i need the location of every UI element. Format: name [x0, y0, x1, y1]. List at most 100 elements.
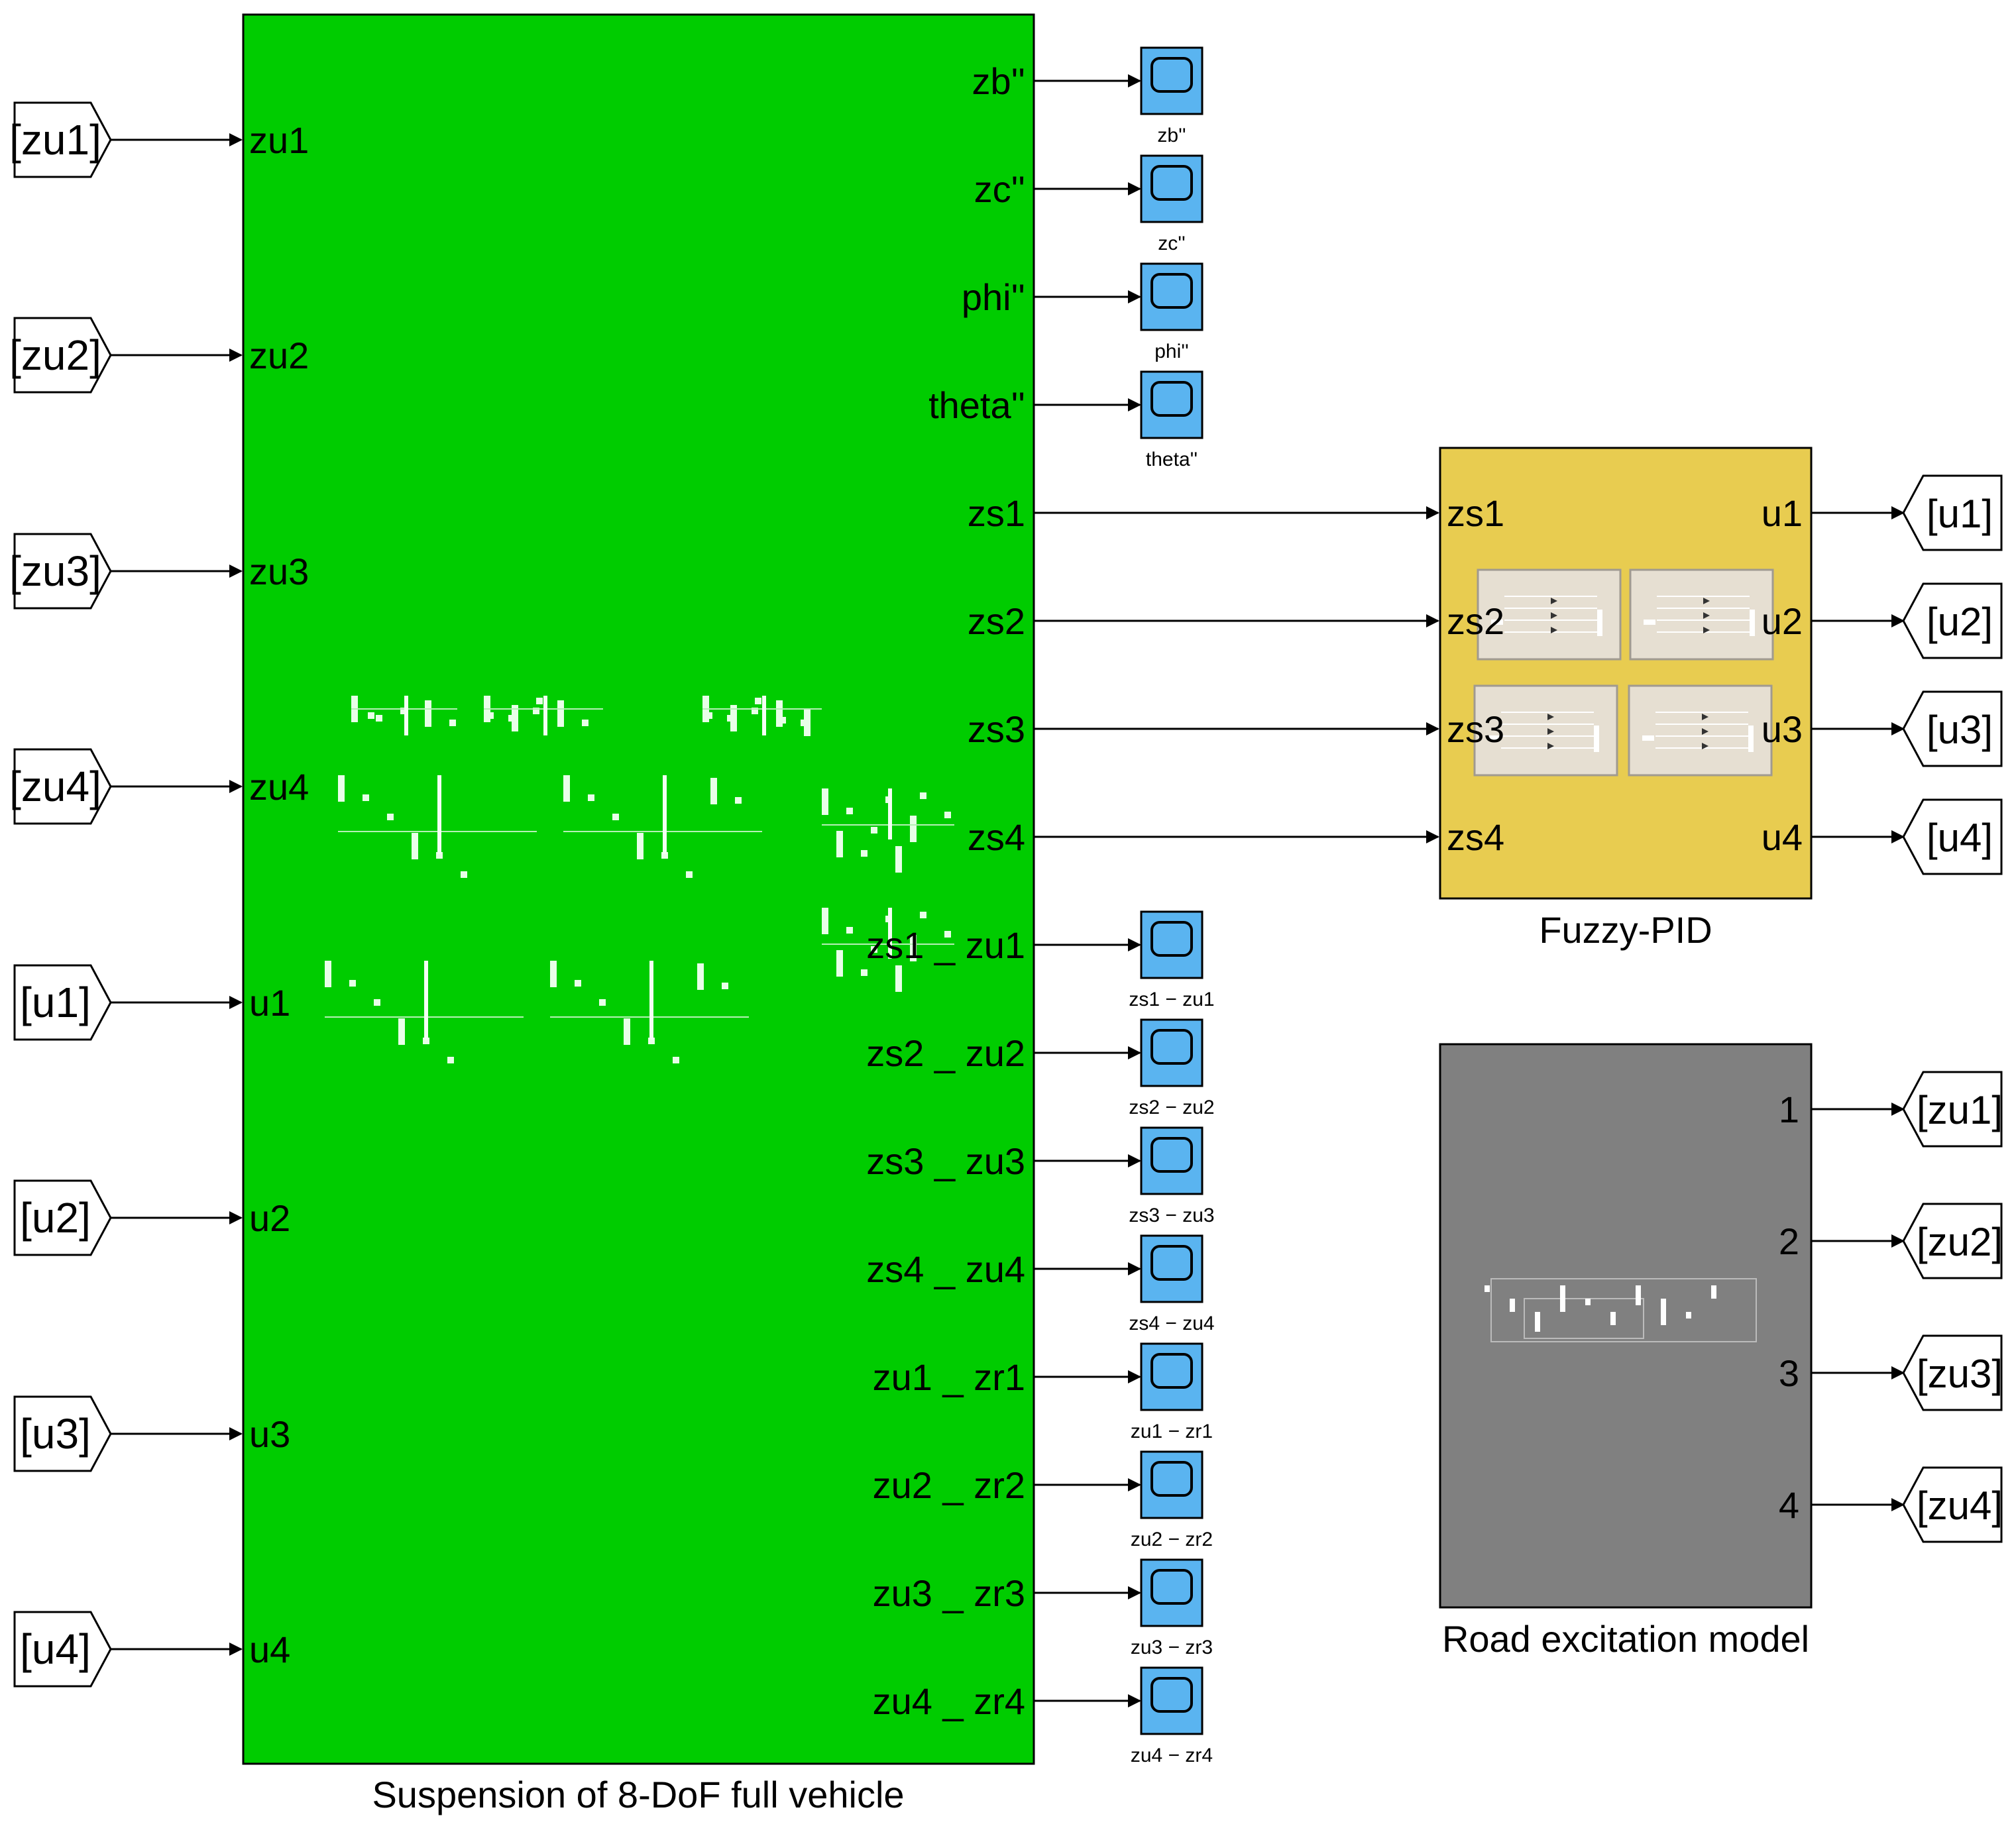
- from-tag-u4[interactable]: [u4]: [13, 1611, 112, 1688]
- inner-cluster-2: [484, 696, 603, 735]
- fuzzy-pid-title: Fuzzy-PID: [1539, 909, 1712, 951]
- road-outport-2: 2: [1779, 1220, 1799, 1262]
- from-tag-zu1[interactable]: [zu1]: [9, 101, 112, 178]
- scope-10[interactable]: zu3 − zr3: [1131, 1558, 1213, 1658]
- road-inner-sketch: [1484, 1278, 1757, 1342]
- road-inner-diagram: [1484, 1278, 1757, 1342]
- goto-tag-u4-shape: [1902, 798, 2003, 875]
- fuzzy-pid-inner-block-1: [1477, 568, 1622, 661]
- from-tag-u1[interactable]: [u1]: [13, 964, 112, 1041]
- vehicle-outport-8: zs1 _ zu1: [866, 924, 1025, 966]
- scope-4[interactable]: zs1 − zu1: [1129, 910, 1215, 1010]
- from-tag-zu3-label: [zu3]: [9, 547, 101, 595]
- from-tag-u4-shape: [13, 1611, 112, 1688]
- from-tag-u3[interactable]: [u3]: [13, 1395, 112, 1472]
- vehicle-outport-12: zu1 _ zr1: [873, 1356, 1025, 1398]
- scope-label: zs2 − zu2: [1129, 1097, 1214, 1118]
- scope-label: theta'': [1146, 449, 1198, 470]
- scope-0[interactable]: zb'': [1140, 46, 1204, 146]
- goto-tag-u2-label: [u2]: [1927, 600, 1993, 644]
- fuzzy-pid-outport-u1: u1: [1762, 492, 1803, 534]
- vehicle-inport-u1: u1: [249, 982, 290, 1024]
- inner-cluster-4: [338, 775, 537, 878]
- scope-label: zb'': [1157, 125, 1186, 146]
- from-tag-zu2-shape: [13, 317, 112, 394]
- vehicle-inport-u3: u3: [249, 1413, 290, 1455]
- vehicle-outport-9: zs2 _ zu2: [866, 1032, 1025, 1074]
- scope-label: zc'': [1158, 233, 1185, 254]
- goto-tag-zu4[interactable]: [zu4]: [1902, 1466, 2003, 1543]
- road-outport-3: 3: [1779, 1352, 1799, 1394]
- vehicle-inport-zu3: zu3: [249, 551, 309, 592]
- from-tag-u3-shape: [13, 1395, 112, 1472]
- fuzzy-pid-inport-zs4: zs4: [1447, 816, 1504, 858]
- scope-icon: [1150, 1245, 1193, 1281]
- goto-tag-zu3[interactable]: [zu3]: [1902, 1334, 2003, 1411]
- from-tag-zu4[interactable]: [zu4]: [9, 748, 112, 825]
- vehicle-inport-zu4: zu4: [249, 766, 309, 808]
- goto-tag-u3[interactable]: [u3]: [1902, 690, 2003, 767]
- scope-icon: [1150, 381, 1193, 417]
- scope-label: zu1 − zr1: [1131, 1421, 1213, 1442]
- scope-label: zu3 − zr3: [1131, 1637, 1213, 1658]
- vehicle-inport-zu2: zu2: [249, 335, 309, 376]
- scope-7[interactable]: zs4 − zu4: [1129, 1234, 1215, 1334]
- vehicle-outport-15: zu4 _ zr4: [873, 1680, 1025, 1722]
- road-goto-tags: [zu1] [zu2] [zu3] [zu4]: [1811, 1071, 2003, 1543]
- from-tag-zu2[interactable]: [zu2]: [9, 317, 112, 394]
- inner-cluster-8: [550, 961, 749, 1063]
- road-excitation-block[interactable]: [1439, 1043, 1813, 1609]
- road-excitation-title: Road excitation model: [1442, 1618, 1809, 1660]
- goto-tag-u2[interactable]: [u2]: [1902, 582, 2003, 659]
- from-tag-zu3[interactable]: [zu3]: [9, 533, 112, 610]
- from-tag-u2-shape: [13, 1179, 112, 1256]
- scope-icon: [1150, 1677, 1193, 1713]
- scope-icon: [1150, 1137, 1193, 1173]
- fuzzy-pid-inner-block-3: [1473, 684, 1618, 777]
- controller-goto-tags: [u1] [u2] [u3] [u4]: [1811, 474, 2003, 875]
- scope-icon: [1150, 1029, 1193, 1065]
- vehicle-outport-13: zu2 _ zr2: [873, 1464, 1025, 1506]
- goto-tag-zu1[interactable]: [zu1]: [1902, 1071, 2003, 1148]
- fuzzy-pid-inport-zs1: zs1: [1447, 492, 1504, 534]
- scope-label: zs1 − zu1: [1129, 989, 1214, 1010]
- vehicle-outport-10: zs3 _ zu3: [866, 1140, 1025, 1182]
- scope-icon: [1150, 921, 1193, 957]
- goto-tag-zu4-shape: [1902, 1466, 2003, 1543]
- scope-2[interactable]: phi'': [1140, 262, 1204, 362]
- scope-9[interactable]: zu2 − zr2: [1131, 1450, 1213, 1550]
- scope-5[interactable]: zs2 − zu2: [1129, 1018, 1215, 1118]
- vehicle-block[interactable]: [242, 13, 1035, 1765]
- vehicle-outport-14: zu3 _ zr3: [873, 1572, 1025, 1614]
- from-tag-zu4-label: [zu4]: [9, 763, 101, 810]
- goto-tag-zu3-label: [zu3]: [1917, 1352, 2003, 1396]
- goto-tag-u1[interactable]: [u1]: [1902, 474, 2003, 551]
- zs-signal-lines: [1034, 506, 1439, 843]
- scope-8[interactable]: zu1 − zr1: [1131, 1342, 1213, 1442]
- vehicle-inner-diagram: [325, 696, 954, 1063]
- from-tag-u2[interactable]: [u2]: [13, 1179, 112, 1256]
- goto-tag-u4[interactable]: [u4]: [1902, 798, 2003, 875]
- goto-tag-zu3-shape: [1902, 1334, 2003, 1411]
- vehicle-outport-1: zc'': [974, 168, 1025, 210]
- scope-6[interactable]: zs3 − zu3: [1129, 1126, 1215, 1226]
- scope-11[interactable]: zu4 − zr4: [1131, 1666, 1213, 1766]
- vehicle-outport-11: zs4 _ zu4: [866, 1248, 1025, 1290]
- scope-3[interactable]: theta'': [1140, 370, 1204, 470]
- goto-tag-u3-label: [u3]: [1927, 708, 1993, 752]
- goto-tag-u4-label: [u4]: [1927, 816, 1993, 860]
- from-tag-zu1-label: [zu1]: [9, 116, 101, 164]
- goto-tag-u3-shape: [1902, 690, 2003, 767]
- goto-tag-zu2-label: [zu2]: [1917, 1220, 2003, 1264]
- vehicle-inport-zu1: zu1: [249, 119, 309, 161]
- fuzzy-pid-block[interactable]: [1439, 447, 1813, 900]
- fuzzy-pid-inner-block-4: [1628, 684, 1773, 777]
- goto-tag-zu2[interactable]: [zu2]: [1902, 1203, 2003, 1279]
- scope-1[interactable]: zc'': [1140, 154, 1204, 254]
